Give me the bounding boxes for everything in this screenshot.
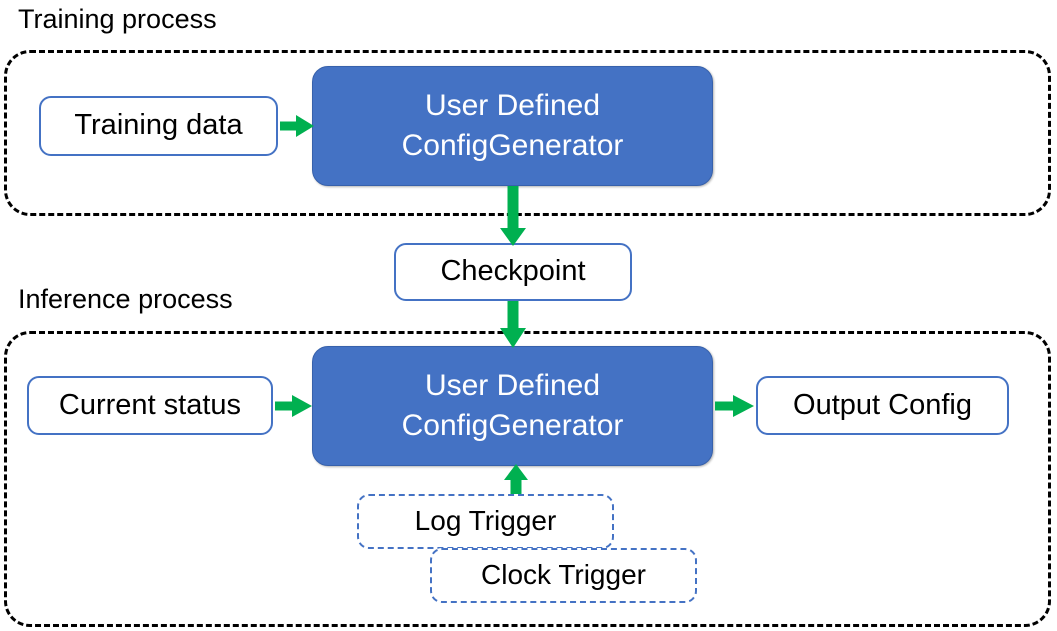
log-trigger-label: Log Trigger — [414, 505, 557, 537]
training-process-group — [4, 50, 1051, 216]
inference-config-generator-label-line1: User Defined — [424, 368, 601, 402]
training-config-generator-label-line1: User Defined — [424, 88, 601, 122]
current-status-box[interactable]: Current status — [27, 376, 273, 435]
training-config-generator-label-line2: ConfigGenerator — [401, 129, 624, 162]
inference-config-generator-box[interactable]: User Defined ConfigGenerator — [312, 346, 713, 466]
current-status-label: Current status — [58, 388, 242, 421]
output-config-box[interactable]: Output Config — [756, 376, 1009, 435]
training-data-label: Training data — [74, 109, 243, 142]
log-trigger-box[interactable]: Log Trigger — [357, 494, 614, 549]
training-data-box[interactable]: Training data — [39, 96, 278, 156]
checkpoint-label: Checkpoint — [440, 255, 586, 288]
inference-process-group — [4, 331, 1051, 627]
clock-trigger-box[interactable]: Clock Trigger — [430, 548, 697, 603]
inference-config-generator-label-line2: ConfigGenerator — [401, 409, 624, 442]
clock-trigger-label: Clock Trigger — [481, 559, 646, 591]
output-config-label: Output Config — [793, 388, 972, 421]
training-config-generator-box[interactable]: User Defined ConfigGenerator — [312, 66, 713, 186]
checkpoint-box[interactable]: Checkpoint — [394, 243, 632, 301]
training-process-caption: Training process — [18, 4, 217, 34]
inference-process-caption: Inference process — [18, 284, 233, 314]
